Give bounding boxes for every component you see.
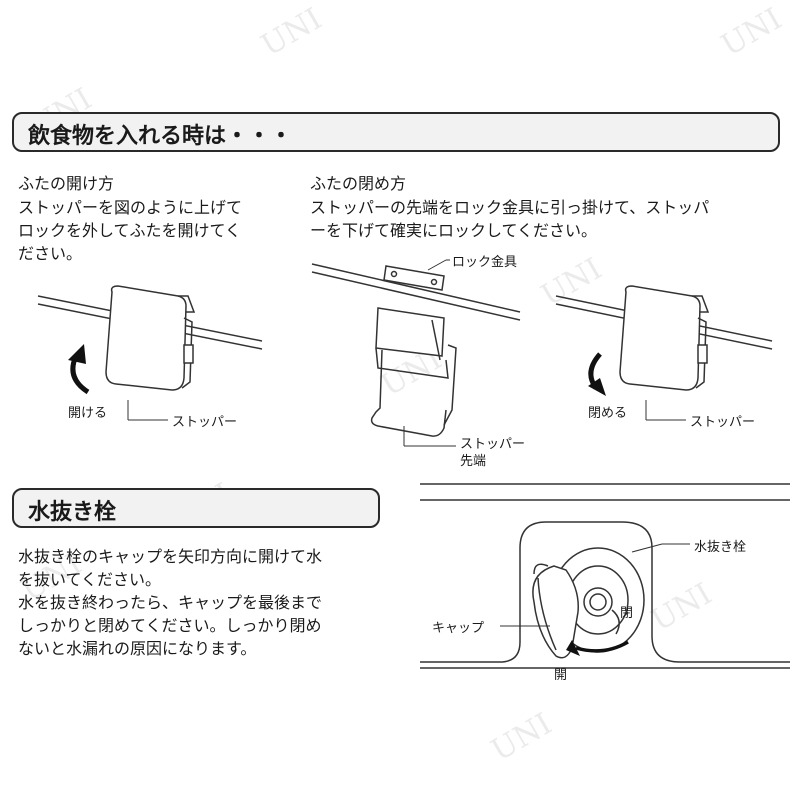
open-line-1: ストッパーを図のように上げて (18, 198, 243, 217)
cap-label: キャップ (432, 621, 485, 636)
close-right-diagram (555, 285, 773, 391)
close-diagram (311, 263, 521, 437)
close-arrowhead-icon (588, 378, 606, 396)
drain-line-3: 水を抜き終わったら、キャップを最後まで (18, 593, 323, 612)
lock-fitting-label: ロック金具 (452, 255, 518, 270)
section2-title: 水抜き栓 (28, 500, 117, 525)
drain-line-2: を抜いてください。 (18, 570, 162, 589)
drain-line-5: ないと水漏れの原因になります。 (18, 639, 257, 658)
opened-label: 開 (554, 668, 568, 683)
drain-arrowhead-icon (566, 640, 580, 656)
section1-title: 飲食物を入れる時は・・・ (28, 124, 293, 149)
open-diagram (37, 285, 263, 391)
section2-header-bar (12, 488, 380, 528)
close-heading: ふたの閉め方 (310, 174, 407, 193)
open-line-2: ロックを外してふたを開けてく (18, 221, 242, 240)
open-action-label: 開ける (68, 406, 108, 421)
drain-line-4: しっかりと閉めてください。しっかり閉め (18, 616, 322, 635)
open-arrowhead-icon (68, 344, 86, 364)
stopper-tip-label-1: ストッパー (460, 437, 526, 452)
stopper-right-label: ストッパー (690, 415, 756, 430)
section1-header-bar (12, 112, 780, 152)
close-line-2: ーを下げて確実にロックしてください。 (310, 221, 598, 240)
drain-open-arrow-icon (575, 640, 629, 653)
drain-line-1: 水抜き栓のキャップを矢印方向に開けて水 (18, 547, 323, 566)
drain-plug-label: 水抜き栓 (694, 540, 747, 555)
closed-label: 閉 (620, 606, 634, 621)
close-line-1: ストッパーの先端をロック金具に引っ掛けて、ストッパ (310, 198, 710, 217)
stopper-tip-label-2: 先端 (460, 454, 487, 469)
open-line-3: ださい。 (18, 244, 83, 263)
open-heading: ふたの開け方 (18, 174, 115, 193)
close-action-label: 閉める (588, 406, 628, 421)
stopper-left-label: ストッパー (172, 415, 238, 430)
